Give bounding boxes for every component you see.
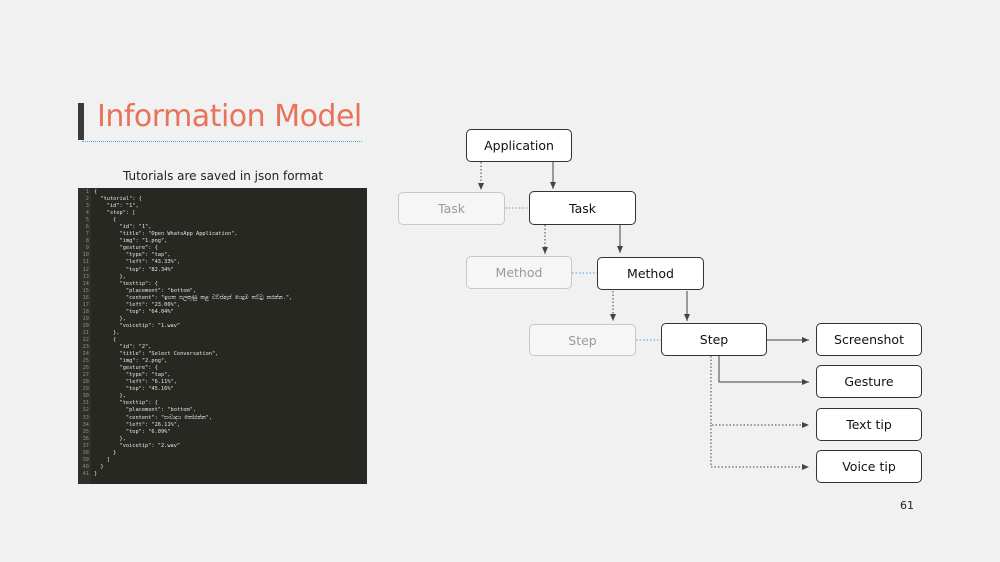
page-number: 61 xyxy=(900,499,914,512)
title-accent-bar xyxy=(78,103,84,140)
node-step: Step xyxy=(661,323,767,356)
node-step-faded: Step xyxy=(529,324,636,356)
node-gesture: Gesture xyxy=(816,365,922,398)
node-text-tip: Text tip xyxy=(816,408,922,441)
node-screenshot: Screenshot xyxy=(816,323,922,356)
node-method-faded: Method xyxy=(466,256,572,289)
slide-title: Information Model xyxy=(97,99,362,134)
connector-step-to-text-tip xyxy=(710,356,809,428)
node-application: Application xyxy=(466,129,572,162)
code-text: { "tutorial": { "id": "1", "step": [ { "… xyxy=(94,189,293,477)
node-task: Task xyxy=(529,191,636,225)
line-number-text: 1 2 3 4 5 6 7 8 9 10 11 12 13 14 15 16 1… xyxy=(82,189,89,477)
connector-step-to-voice-tip xyxy=(710,425,809,470)
connector-step-to-gesture xyxy=(718,356,809,385)
code-body: { "tutorial": { "id": "1", "step": [ { "… xyxy=(94,188,292,478)
code-line-numbers: 1 2 3 4 5 6 7 8 9 10 11 12 13 14 15 16 1… xyxy=(78,188,91,484)
node-method: Method xyxy=(597,257,704,290)
node-task-faded: Task xyxy=(398,192,505,225)
node-voice-tip: Voice tip xyxy=(816,450,922,483)
title-underline xyxy=(82,141,362,142)
code-caption: Tutorials are saved in json format xyxy=(122,169,324,183)
json-code-block: 1 2 3 4 5 6 7 8 9 10 11 12 13 14 15 16 1… xyxy=(78,188,367,484)
